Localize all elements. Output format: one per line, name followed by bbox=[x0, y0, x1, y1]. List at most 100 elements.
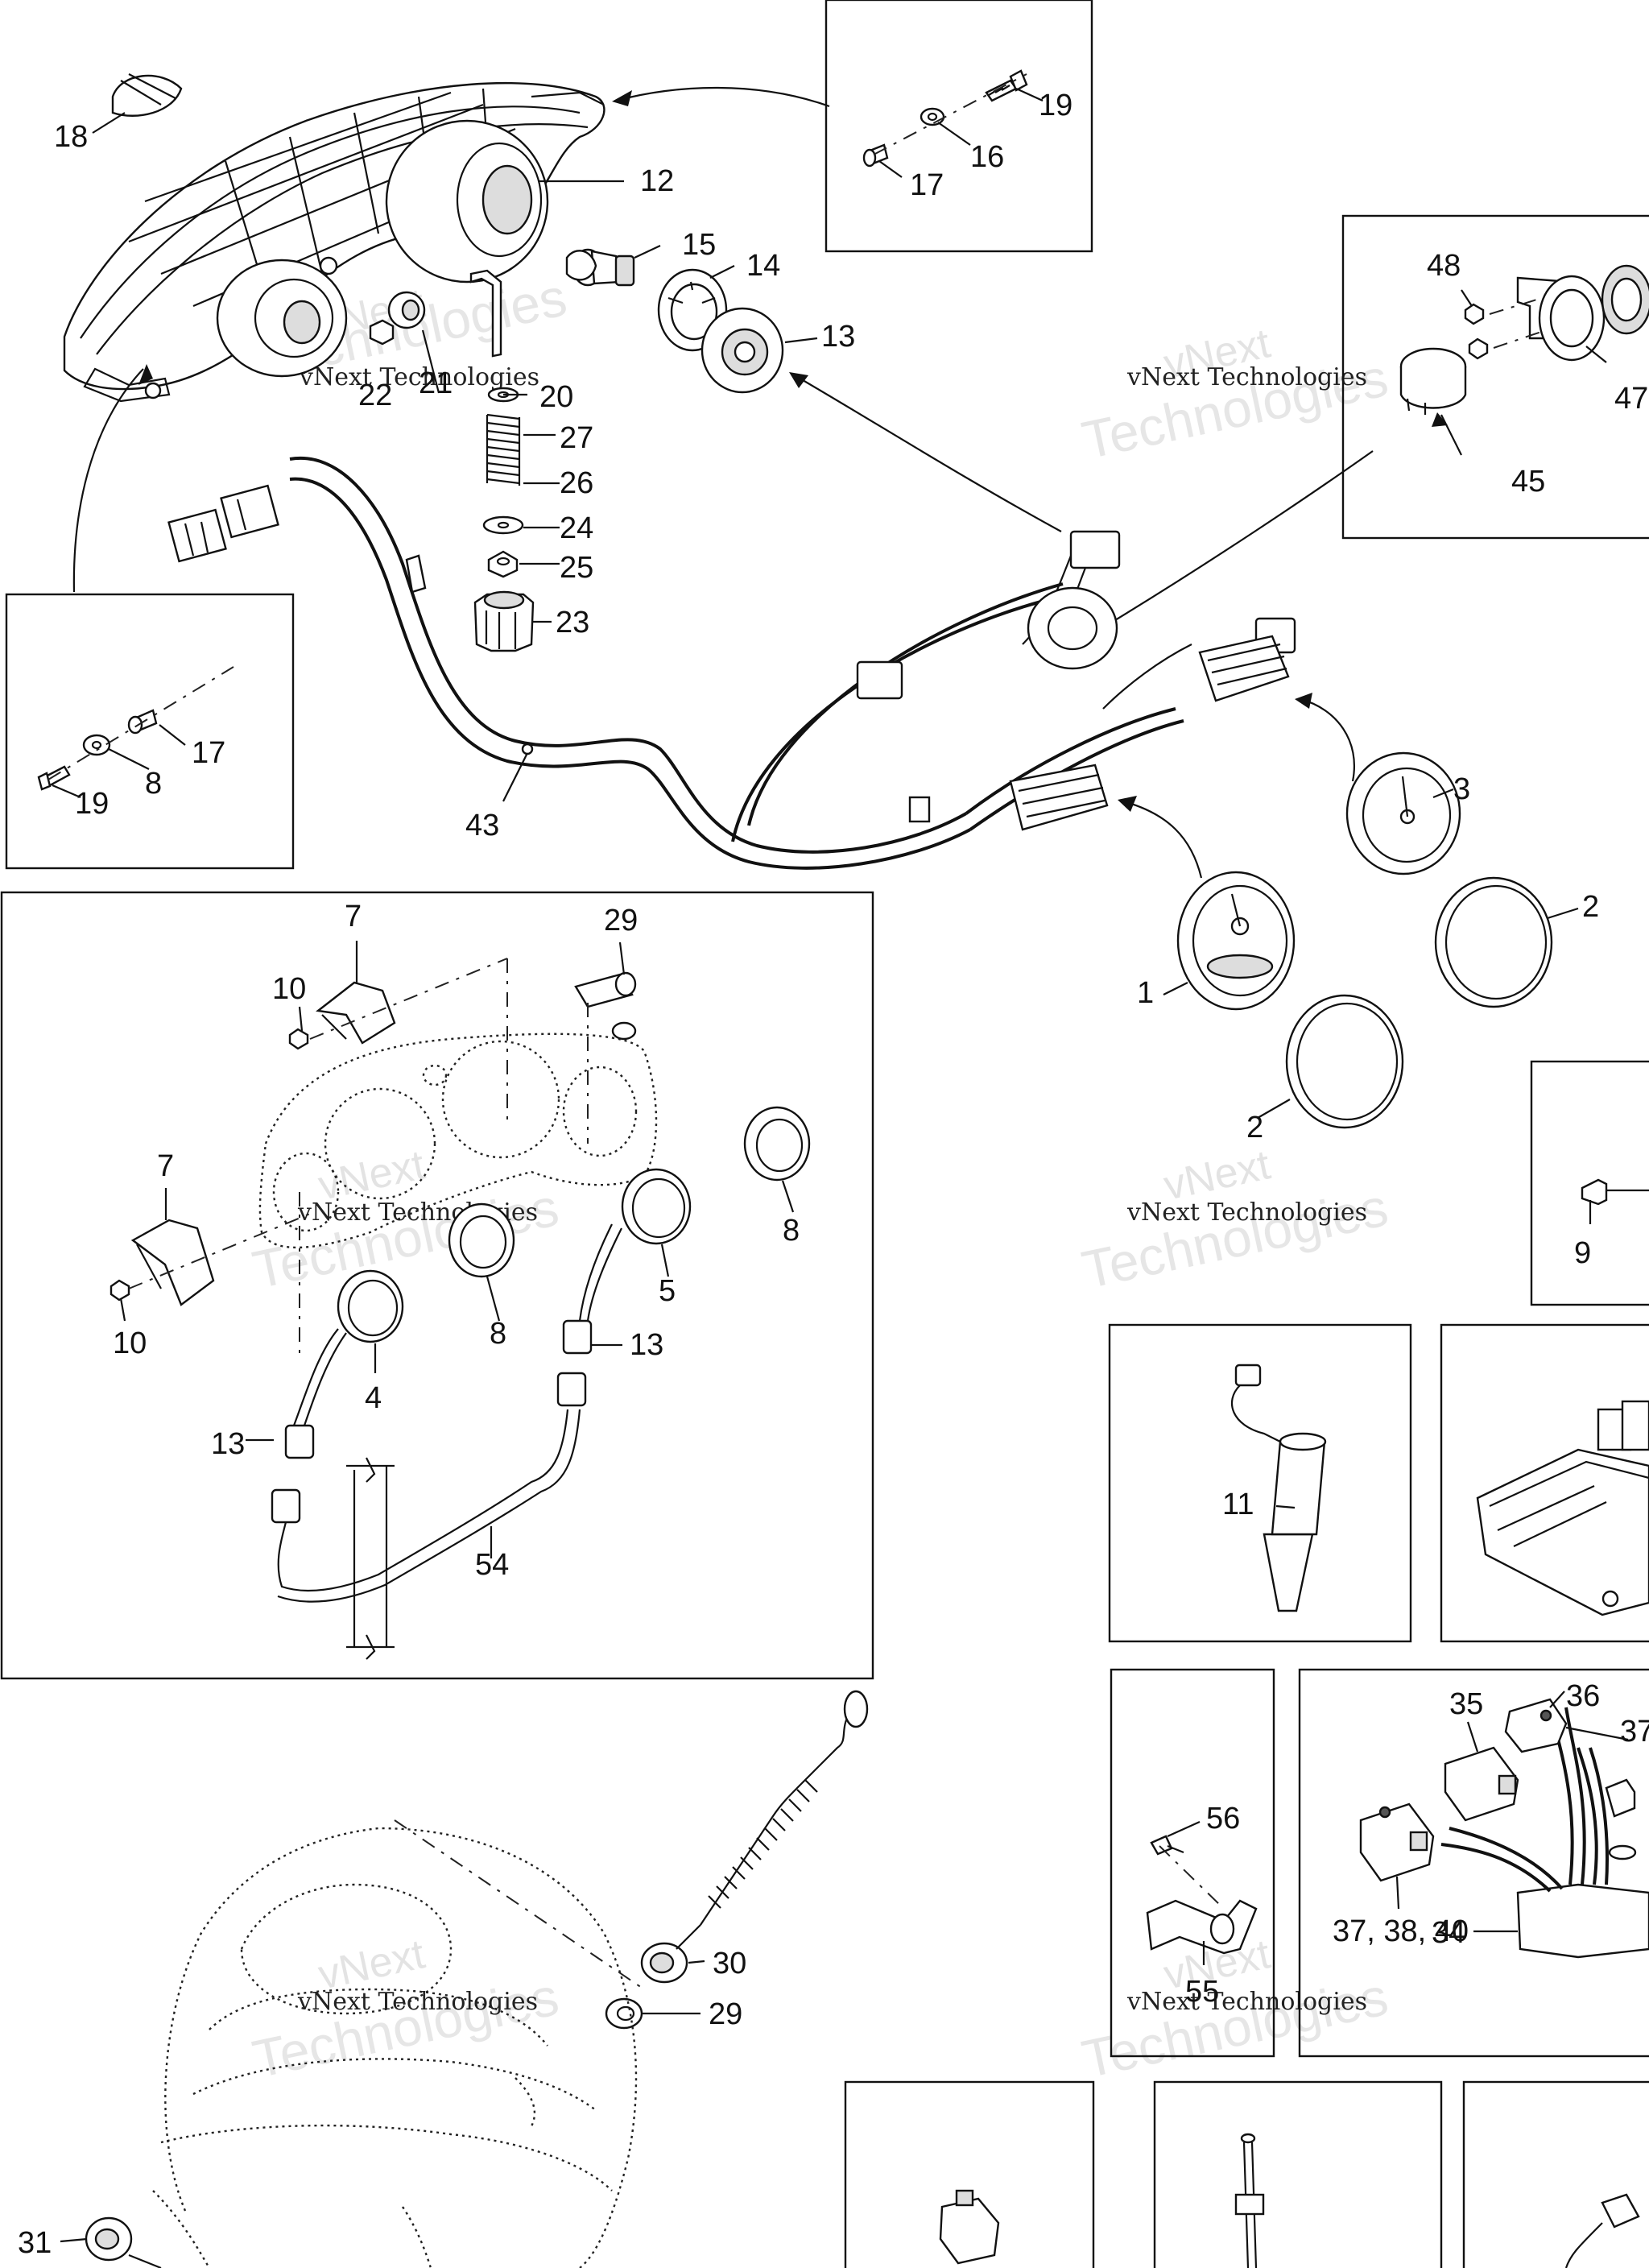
watermark-technologies: Technologies bbox=[248, 1177, 564, 1299]
callout-24: 24 bbox=[560, 511, 593, 545]
watermark-text: vNext Technologies bbox=[1126, 1988, 1367, 2016]
callout-29: 29 bbox=[709, 1997, 742, 2031]
callout-5: 5 bbox=[659, 1274, 676, 1308]
callout-14: 14 bbox=[746, 249, 780, 283]
regulator-34 bbox=[1440, 1707, 1649, 1959]
inset-box-bracket bbox=[1110, 1668, 1275, 2058]
callout-22: 22 bbox=[358, 379, 392, 412]
inset-box-gauges bbox=[0, 891, 874, 1680]
gauge-5 bbox=[578, 1168, 692, 1322]
watermark-technologies: Technologies bbox=[248, 1966, 564, 2088]
callout-23: 23 bbox=[556, 606, 589, 639]
axis-line bbox=[309, 958, 508, 1040]
inset-box-9 bbox=[1530, 1060, 1649, 1306]
callout-45: 45 bbox=[1511, 465, 1545, 499]
watermark-bottom-left: Technologies vNext vNext Technologies bbox=[248, 1931, 564, 2088]
callout-12: 12 bbox=[640, 164, 674, 198]
fuse-block bbox=[1476, 1400, 1649, 1616]
inset-box-relay bbox=[1341, 214, 1649, 540]
bottom-part-3 bbox=[1564, 2193, 1640, 2268]
relay-45 bbox=[1399, 347, 1467, 415]
nut-22 bbox=[369, 319, 395, 346]
wiring-harness-43 bbox=[167, 456, 1296, 870]
axis-line bbox=[1493, 329, 1547, 349]
callout-8: 8 bbox=[145, 767, 162, 801]
connector-13-left bbox=[271, 1424, 315, 1524]
arrowheads bbox=[138, 90, 1448, 812]
callout-55: 55 bbox=[1185, 1975, 1219, 2009]
watermark-mid-right: Technologies vNext vNext Technologies bbox=[1077, 1141, 1393, 1299]
callout-8: 8 bbox=[490, 1317, 506, 1351]
grommet-21 bbox=[387, 291, 426, 329]
callout-47: 47 bbox=[1614, 382, 1648, 416]
callout-27: 27 bbox=[560, 421, 593, 455]
nut-25 bbox=[487, 550, 519, 578]
callout-16: 16 bbox=[970, 140, 1004, 174]
callout-1: 1 bbox=[1137, 976, 1154, 1010]
inset-box-regulator bbox=[1298, 1668, 1649, 2058]
axis-line bbox=[506, 958, 589, 1144]
axis-line bbox=[1489, 297, 1543, 315]
callout-56: 56 bbox=[1206, 1802, 1240, 1836]
bezel-8-center bbox=[448, 1202, 515, 1278]
nut-10-upper bbox=[288, 1028, 309, 1050]
inset-box-screws bbox=[824, 0, 1093, 253]
screw-axis-line bbox=[873, 73, 1027, 155]
wire-harness-54 bbox=[277, 1409, 581, 1660]
switch-31 bbox=[85, 2216, 162, 2268]
bulb-15 bbox=[565, 248, 635, 287]
boot-13 bbox=[701, 307, 784, 394]
lanyard-coil bbox=[700, 1690, 869, 1926]
console-outline bbox=[152, 1819, 645, 2268]
bezel-2-lower bbox=[1285, 994, 1404, 1129]
connector-35 bbox=[1444, 1746, 1519, 1822]
callout-35: 35 bbox=[1449, 1687, 1483, 1721]
inset-box-bottom-3 bbox=[1462, 2080, 1649, 2268]
instrument-panel-outline bbox=[258, 1033, 658, 1249]
callout-10: 10 bbox=[272, 972, 306, 1006]
callout-48: 48 bbox=[1427, 249, 1461, 283]
callout-37-38-40: 37, 38, 40 bbox=[1333, 1914, 1469, 1948]
callout-26: 26 bbox=[560, 466, 593, 500]
screw-56 bbox=[1150, 1835, 1184, 1856]
bushing-17-top bbox=[862, 143, 889, 168]
nuts-48 bbox=[1464, 303, 1489, 360]
screw-19-top bbox=[985, 69, 1028, 102]
callout-21: 21 bbox=[419, 366, 453, 400]
screw-9 bbox=[1581, 1178, 1649, 1206]
inset-box-fuel-sender bbox=[1108, 1323, 1412, 1643]
callout-20: 20 bbox=[539, 380, 573, 414]
bolt-right bbox=[1605, 1778, 1637, 1860]
callout-37: 37 bbox=[1620, 1715, 1649, 1749]
watermark-text: vNext Technologies bbox=[297, 1988, 538, 2016]
callout-19: 19 bbox=[75, 787, 109, 821]
nut-29-bottom bbox=[605, 1997, 643, 2030]
bracket-7-lower bbox=[130, 1219, 215, 1306]
switch-29-top bbox=[574, 971, 637, 1041]
gauge-4 bbox=[292, 1269, 404, 1426]
callout-31: 31 bbox=[18, 2226, 52, 2260]
bracket-55 bbox=[1146, 1899, 1258, 1955]
callout-34: 34 bbox=[1432, 1916, 1465, 1950]
callout-2: 2 bbox=[1246, 1111, 1263, 1144]
callout-15: 15 bbox=[682, 228, 716, 262]
bezel-2-upper bbox=[1434, 876, 1553, 1008]
callout-25: 25 bbox=[560, 551, 593, 585]
fuel-sender-11 bbox=[1230, 1364, 1327, 1612]
callout-2: 2 bbox=[1582, 890, 1599, 924]
inset-box-fuse-block bbox=[1440, 1323, 1649, 1643]
watermark-text: vNext Technologies bbox=[1126, 363, 1367, 391]
bottom-part-2 bbox=[1234, 2133, 1265, 2268]
connector-37-38-40 bbox=[1359, 1802, 1435, 1882]
callout-13: 13 bbox=[630, 1328, 663, 1362]
callout-19: 19 bbox=[1039, 89, 1072, 122]
callout-43: 43 bbox=[465, 809, 499, 842]
screw-axis-line bbox=[48, 666, 234, 780]
adjuster-rod-20 bbox=[469, 269, 502, 358]
callout-17: 17 bbox=[910, 168, 944, 202]
screw-19-inset bbox=[37, 765, 71, 791]
callout-13: 13 bbox=[821, 320, 855, 354]
callout-7: 7 bbox=[157, 1149, 174, 1183]
callout-9: 9 bbox=[1574, 1236, 1591, 1270]
